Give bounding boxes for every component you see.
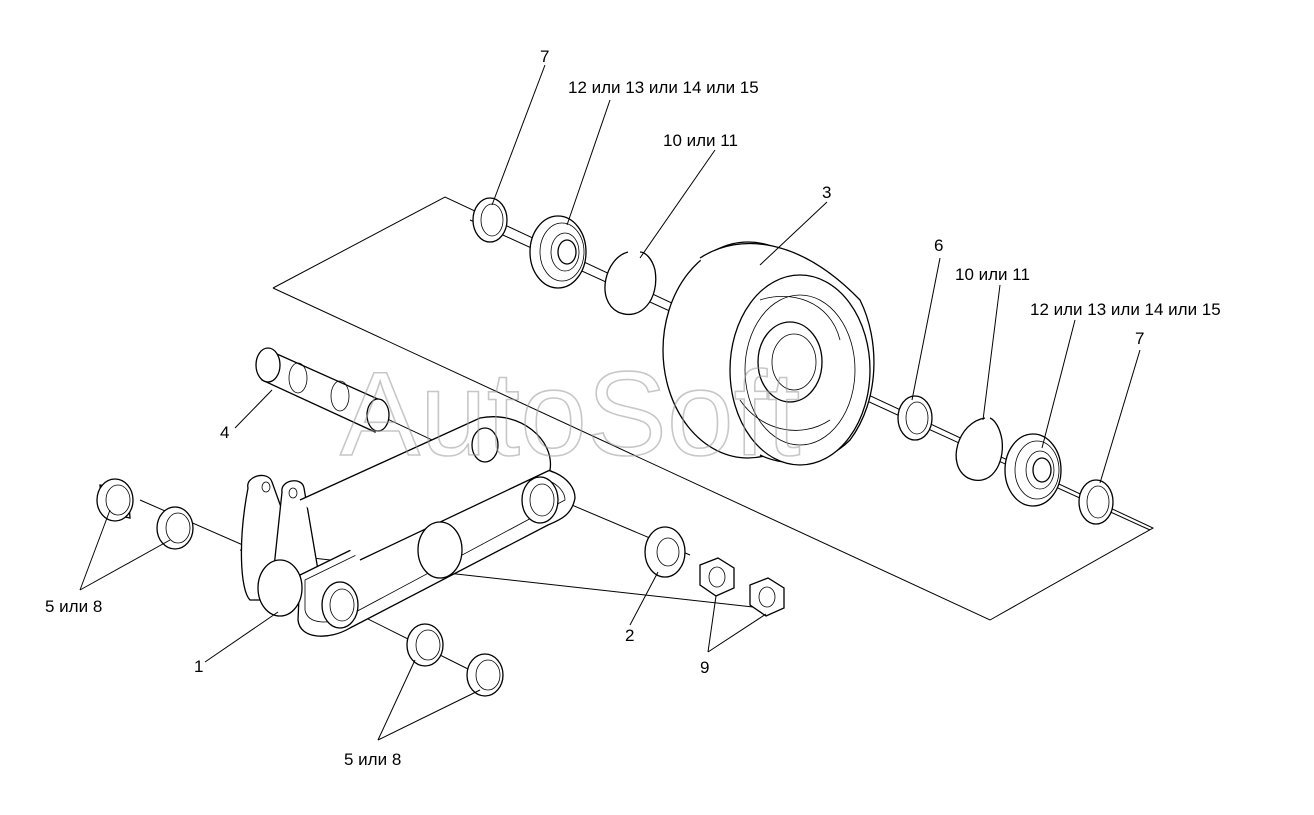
label-7-top: 7 <box>540 47 549 66</box>
label-5-left: 5 или 8 <box>45 597 102 616</box>
part-12-bearing-top <box>529 215 587 289</box>
part-9-nuts <box>699 557 785 617</box>
label-12-top: 12 или 13 или 14 или 15 <box>568 78 759 97</box>
label-3: 3 <box>822 183 831 202</box>
part-10-snap-ring-top <box>604 251 657 316</box>
part-4-shaft <box>255 347 390 433</box>
part-7-ring-right <box>1078 479 1114 525</box>
label-6: 6 <box>934 236 943 255</box>
part-7-ring-top <box>472 197 508 243</box>
label-10-top: 10 или 11 <box>663 131 738 150</box>
label-1: 1 <box>194 657 203 676</box>
label-7-right: 7 <box>1135 329 1144 348</box>
part-3-pulley <box>662 241 875 466</box>
part-12-bearing-right <box>1004 433 1062 507</box>
part-5-bushings-bottom <box>406 623 504 697</box>
part-2-washer <box>644 526 686 578</box>
label-12-right: 12 или 13 или 14 или 15 <box>1030 300 1221 319</box>
reference-plane <box>272 196 1155 621</box>
part-10-snap-ring-right <box>955 417 1003 481</box>
part-6-ring <box>897 395 933 441</box>
part-5-bushings-left <box>96 478 194 550</box>
part-1-lever-arm <box>240 416 576 637</box>
label-5-bottom: 5 или 8 <box>344 750 401 769</box>
label-9: 9 <box>700 658 709 677</box>
watermark: AutoSoft <box>340 347 800 481</box>
label-4: 4 <box>220 423 229 442</box>
label-10-right: 10 или 11 <box>955 265 1030 284</box>
leader-lines <box>79 64 1141 741</box>
label-2: 2 <box>625 626 634 645</box>
